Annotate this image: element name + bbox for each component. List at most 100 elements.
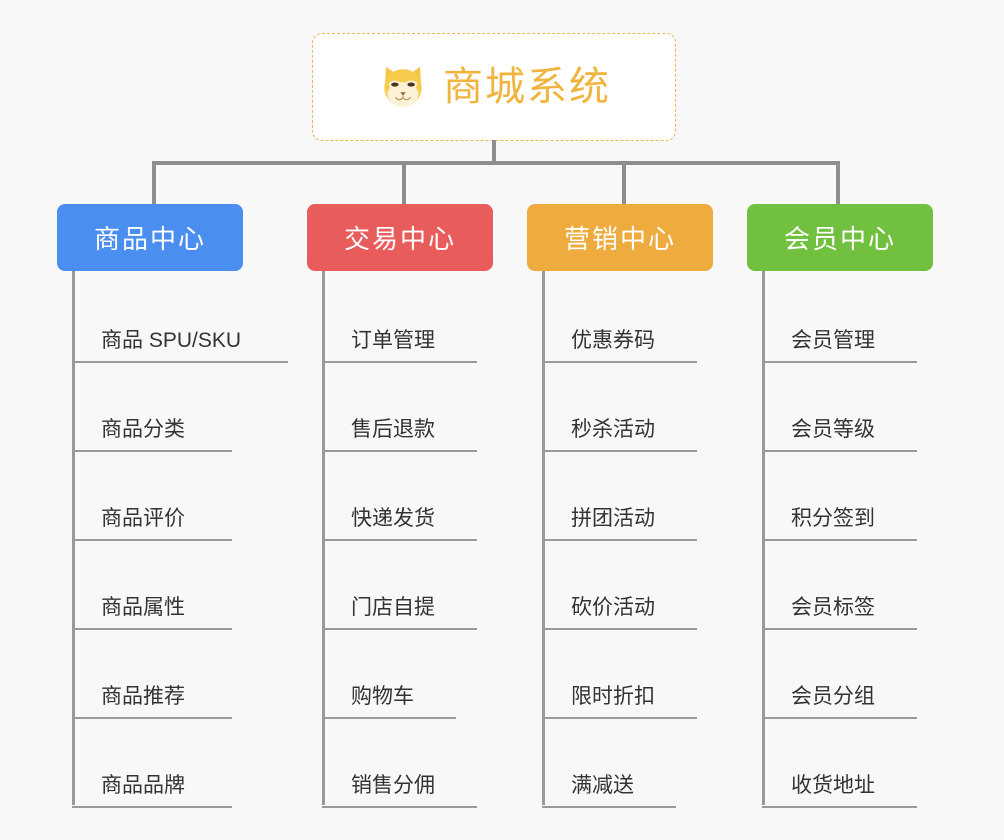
leaf-underline <box>762 361 917 363</box>
branch-header-1[interactable]: 交易中心 <box>307 204 493 271</box>
branch-column-1: 交易中心 订单管理 售后退款 快递发货 门店自提 购物车 <box>307 204 493 808</box>
leaf-label: 会员管理 <box>791 329 875 352</box>
leaf-label: 砍价活动 <box>571 596 655 619</box>
leaf-item[interactable]: 优惠券码 <box>527 274 713 363</box>
branch-column-3: 会员中心 会员管理 会员等级 积分签到 会员标签 会员分组 <box>747 204 933 808</box>
leaf-item[interactable]: 销售分佣 <box>307 719 493 808</box>
leaf-label: 商品 SPU/SKU <box>101 329 242 352</box>
leaf-item[interactable]: 购物车 <box>307 630 493 719</box>
branch-spine-1 <box>322 271 325 805</box>
leaf-item[interactable]: 会员标签 <box>747 541 933 630</box>
leaf-item[interactable]: 会员分组 <box>747 630 933 719</box>
leaf-item[interactable]: 门店自提 <box>307 541 493 630</box>
branch-body-0: 商品 SPU/SKU 商品分类 商品评价 商品属性 商品推荐 商品品牌 <box>57 271 288 808</box>
leaf-item[interactable]: 砍价活动 <box>527 541 713 630</box>
leaf-label: 售后退款 <box>351 418 435 441</box>
leaf-label: 收货地址 <box>791 774 875 797</box>
leaf-label: 会员分组 <box>791 685 875 708</box>
leaf-label: 限时折扣 <box>571 685 655 708</box>
leaf-label: 会员等级 <box>791 418 875 441</box>
leaf-underline <box>72 628 232 630</box>
leaf-item[interactable]: 订单管理 <box>307 274 493 363</box>
leaf-label: 商品分类 <box>101 418 185 441</box>
leaf-underline <box>542 717 697 719</box>
leaf-underline <box>72 806 232 808</box>
leaf-label: 满减送 <box>571 774 634 797</box>
leaf-item[interactable]: 满减送 <box>527 719 713 808</box>
leaf-label: 商品属性 <box>101 596 185 619</box>
connector-drop-3 <box>836 161 840 206</box>
leaf-underline <box>762 539 917 541</box>
branch-header-3[interactable]: 会员中心 <box>747 204 933 271</box>
leaf-label: 商品品牌 <box>101 774 185 797</box>
leaf-underline <box>762 717 917 719</box>
leaf-label: 会员标签 <box>791 596 875 619</box>
leaf-item[interactable]: 会员等级 <box>747 363 933 452</box>
leaf-label: 商品评价 <box>101 507 185 530</box>
leaf-item[interactable]: 商品分类 <box>57 363 243 452</box>
leaf-label: 秒杀活动 <box>571 418 655 441</box>
leaf-underline <box>542 806 676 808</box>
leaf-item[interactable]: 收货地址 <box>747 719 933 808</box>
leaf-label: 拼团活动 <box>571 507 655 530</box>
leaf-item[interactable]: 积分签到 <box>747 452 933 541</box>
leaf-underline <box>322 450 477 452</box>
leaf-underline <box>762 450 917 452</box>
connector-drop-1 <box>402 161 406 206</box>
connector-root-stem <box>492 140 496 164</box>
leaf-item[interactable]: 商品属性 <box>57 541 243 630</box>
leaf-label: 优惠券码 <box>571 329 655 352</box>
connector-drop-2 <box>622 161 626 206</box>
branch-header-2[interactable]: 营销中心 <box>527 204 713 271</box>
leaf-label: 积分签到 <box>791 507 875 530</box>
leaf-underline <box>762 628 917 630</box>
leaf-label: 订单管理 <box>351 329 435 352</box>
leaf-underline <box>762 806 917 808</box>
leaf-underline <box>322 717 456 719</box>
leaf-label: 销售分佣 <box>351 774 435 797</box>
leaf-label: 购物车 <box>351 685 414 708</box>
leaf-underline <box>322 361 477 363</box>
shiba-dog-icon <box>384 66 422 107</box>
branch-body-1: 订单管理 售后退款 快递发货 门店自提 购物车 销售分佣 <box>307 271 493 808</box>
leaf-item[interactable]: 售后退款 <box>307 363 493 452</box>
leaf-item[interactable]: 商品推荐 <box>57 630 243 719</box>
leaf-item[interactable]: 会员管理 <box>747 274 933 363</box>
leaf-underline <box>72 450 232 452</box>
branch-spine-0 <box>72 271 75 805</box>
leaf-underline <box>542 361 697 363</box>
leaf-underline <box>542 539 697 541</box>
leaf-underline <box>322 806 477 808</box>
leaf-label: 快递发货 <box>351 507 435 530</box>
leaf-item[interactable]: 商品品牌 <box>57 719 243 808</box>
root-label: 商城系统 <box>443 65 611 109</box>
branch-header-0[interactable]: 商品中心 <box>57 204 243 271</box>
branch-label-2: 营销中心 <box>563 224 676 254</box>
branch-label-1: 交易中心 <box>343 224 456 254</box>
leaf-underline <box>72 539 232 541</box>
branch-column-2: 营销中心 优惠券码 秒杀活动 拼团活动 砍价活动 限时折扣 <box>527 204 713 808</box>
branch-spine-2 <box>542 271 545 805</box>
branch-body-3: 会员管理 会员等级 积分签到 会员标签 会员分组 收货地址 <box>747 271 933 808</box>
leaf-item[interactable]: 商品 SPU/SKU <box>57 274 288 363</box>
connector-horizontal-bus <box>152 161 836 165</box>
leaf-underline <box>322 539 477 541</box>
leaf-item[interactable]: 秒杀活动 <box>527 363 713 452</box>
root-node[interactable]: 商城系统 <box>312 33 676 141</box>
leaf-label: 商品推荐 <box>101 685 185 708</box>
leaf-underline <box>72 361 288 363</box>
connector-drop-0 <box>152 161 156 206</box>
leaf-item[interactable]: 拼团活动 <box>527 452 713 541</box>
leaf-underline <box>542 628 697 630</box>
branch-column-0: 商品中心 商品 SPU/SKU 商品分类 商品评价 商品属性 商品推荐 <box>57 204 288 808</box>
leaf-underline <box>322 628 477 630</box>
leaf-underline <box>542 450 697 452</box>
leaf-item[interactable]: 快递发货 <box>307 452 493 541</box>
leaf-item[interactable]: 商品评价 <box>57 452 243 541</box>
branch-label-3: 会员中心 <box>783 224 896 254</box>
leaf-underline <box>72 717 232 719</box>
leaf-item[interactable]: 限时折扣 <box>527 630 713 719</box>
leaf-label: 门店自提 <box>351 596 435 619</box>
branch-label-0: 商品中心 <box>93 224 206 254</box>
